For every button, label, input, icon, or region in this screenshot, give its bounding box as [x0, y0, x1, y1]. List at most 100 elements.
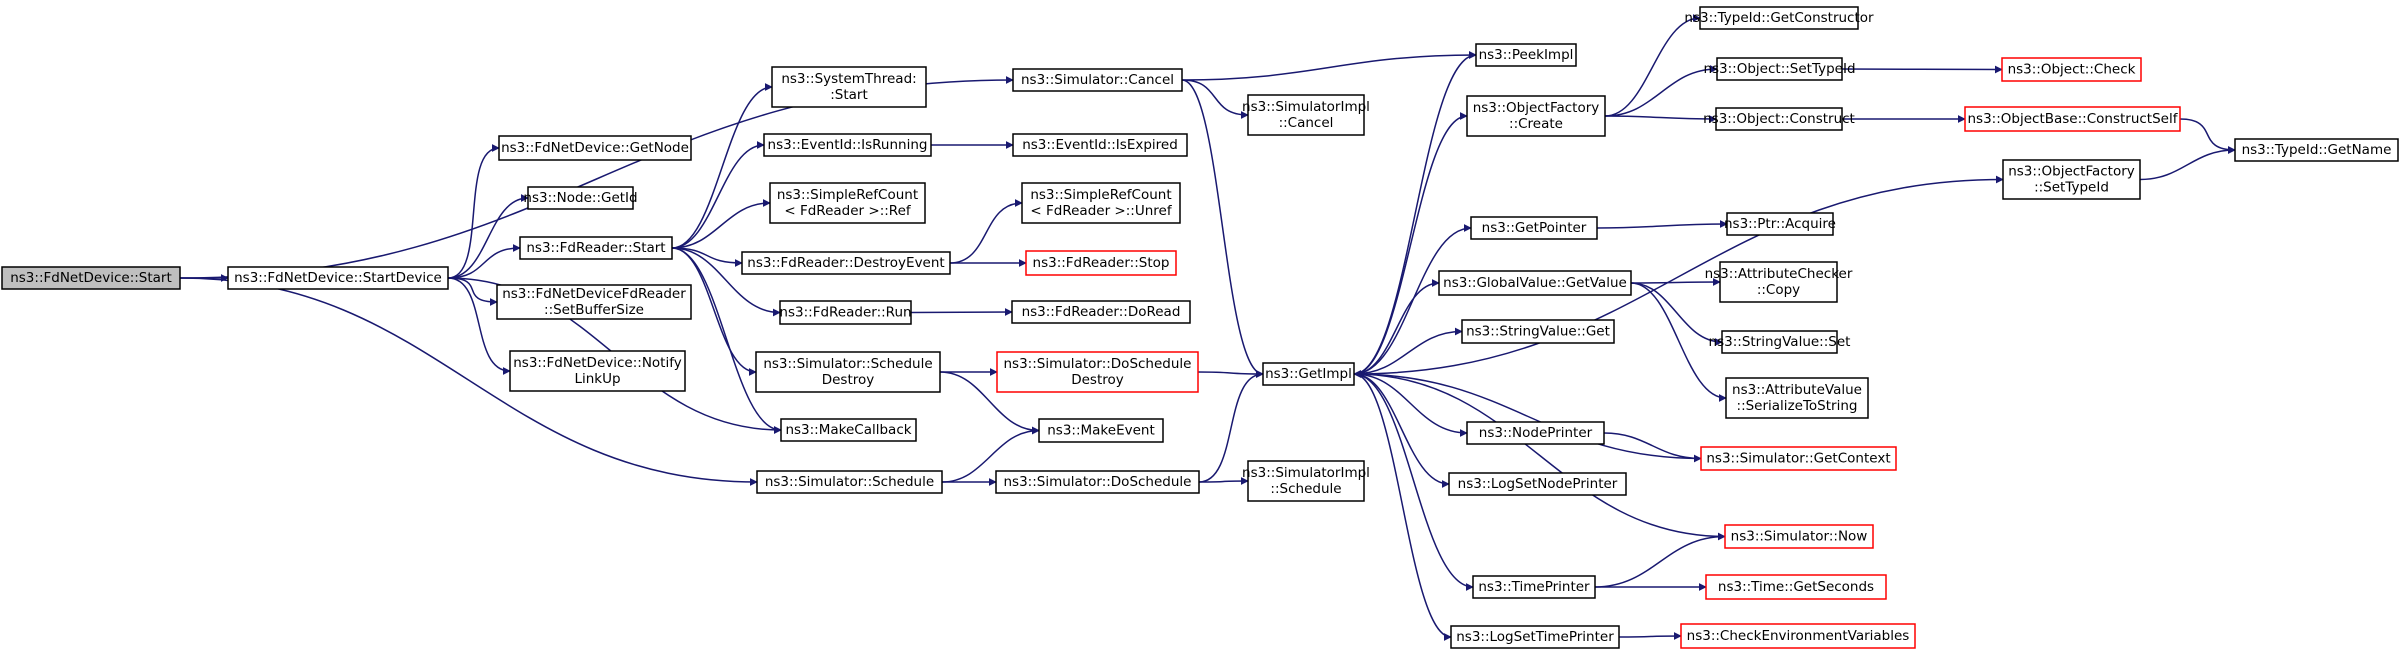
- node-simpleref[interactable]: ns3::SimpleRefCount< FdReader >::Ref: [769, 182, 926, 224]
- node-label: ns3::FdReader::Start: [526, 240, 665, 256]
- node-start[interactable]: ns3::FdNetDevice::Start: [1, 266, 181, 290]
- node-getimpl[interactable]: ns3::GetImpl: [1262, 362, 1355, 386]
- node-label: ::Create: [1509, 116, 1563, 132]
- node-box: [1466, 421, 1605, 445]
- node-box: [1715, 107, 1843, 131]
- node-constructself[interactable]: ns3::ObjectBase::ConstructSelf: [1964, 106, 2181, 132]
- node-box: [2002, 159, 2141, 200]
- node-cancel[interactable]: ns3::Simulator::Cancel: [1012, 68, 1183, 92]
- node-getseconds[interactable]: ns3::Time::GetSeconds: [1705, 574, 1887, 600]
- node-ofsettypeid[interactable]: ns3::ObjectFactory::SetTypeId: [2002, 159, 2141, 200]
- node-stop[interactable]: ns3::FdReader::Stop: [1025, 250, 1177, 276]
- node-getnode[interactable]: ns3::FdNetDevice::GetNode: [498, 135, 692, 161]
- node-isexpired[interactable]: ns3::EventId::IsExpired: [1012, 133, 1188, 157]
- edge-n_cancel-to-n_getimpl: [1181, 79, 1264, 378]
- node-startdev[interactable]: ns3::FdNetDevice::StartDevice: [227, 266, 449, 290]
- node-label: ns3::FdReader::DestroyEvent: [747, 255, 944, 271]
- node-label: ::Copy: [1757, 282, 1800, 298]
- node-simimplsched[interactable]: ns3::SimulatorImpl::Schedule: [1242, 460, 1370, 502]
- node-label: ns3::MakeCallback: [785, 422, 911, 438]
- node-peekimpl[interactable]: ns3::PeekImpl: [1475, 43, 1577, 67]
- node-logsetnode[interactable]: ns3::LogSetNodePrinter: [1448, 472, 1627, 496]
- node-label: ns3::StringValue::Get: [1466, 324, 1610, 340]
- node-getpointer[interactable]: ns3::GetPointer: [1470, 216, 1598, 240]
- node-label: ns3::GlobalValue::GetValue: [1443, 275, 1627, 291]
- node-box: [1012, 68, 1183, 92]
- edge-n_doschedule-to-n_getimpl: [1198, 370, 1264, 483]
- node-box: [1450, 625, 1620, 649]
- node-box: [1699, 6, 1859, 30]
- node-getcontext[interactable]: ns3::Simulator::GetContext: [1700, 446, 1897, 471]
- node-box: [769, 182, 926, 224]
- node-simnow[interactable]: ns3::Simulator::Now: [1724, 524, 1874, 549]
- node-objcheck[interactable]: ns3::Object::Check: [2001, 57, 2142, 82]
- node-box: [1719, 261, 1838, 303]
- node-isrunning[interactable]: ns3::EventId::IsRunning: [763, 133, 932, 157]
- node-attrcheckcopy[interactable]: ns3::AttributeChecker::Copy: [1705, 261, 1853, 303]
- node-getctor[interactable]: ns3::TypeId::GetConstructor: [1684, 6, 1874, 30]
- node-box: [1725, 377, 1869, 419]
- edge-n_frstart-to-n_run: [671, 247, 781, 317]
- node-unref[interactable]: ns3::SimpleRefCount< FdReader >::Unref: [1021, 182, 1181, 224]
- edge-n_constructself-to-n_getname: [2179, 118, 2236, 154]
- edge-n_gvgetvalue-to-n_attrcheckcopy: [1630, 278, 1721, 287]
- node-label: ns3::FdNetDevice::StartDevice: [234, 270, 442, 286]
- node-box: [995, 470, 1200, 494]
- node-box: [519, 236, 673, 260]
- node-label: ns3::Simulator::Cancel: [1021, 72, 1174, 88]
- node-doschedule[interactable]: ns3::Simulator::DoSchedule: [995, 470, 1200, 494]
- node-label: ns3::CheckEnvironmentVariables: [1687, 628, 1910, 644]
- node-box: [763, 133, 932, 157]
- node-makeevent[interactable]: ns3::MakeEvent: [1038, 418, 1164, 443]
- node-simimplcancel[interactable]: ns3::SimulatorImpl::Cancel: [1242, 94, 1370, 136]
- node-ptracquire[interactable]: ns3::Ptr::Acquire: [1724, 212, 1836, 236]
- node-systhread[interactable]: ns3::SystemThread::Start: [771, 66, 927, 108]
- node-frstart[interactable]: ns3::FdReader::Start: [519, 236, 673, 260]
- node-label: ::SetBufferSize: [544, 302, 644, 318]
- node-getname[interactable]: ns3::TypeId::GetName: [2234, 138, 2399, 162]
- node-box: [1472, 575, 1596, 599]
- node-run[interactable]: ns3::FdReader::Run: [779, 300, 912, 325]
- node-construct[interactable]: ns3::Object::Construct: [1703, 107, 1855, 131]
- node-box: [1700, 446, 1897, 471]
- node-strvalset[interactable]: ns3::StringValue::Set: [1709, 330, 1851, 354]
- node-schedule[interactable]: ns3::Simulator::Schedule: [756, 470, 943, 494]
- node-label: ns3::EventId::IsRunning: [768, 137, 928, 153]
- edge-n_getimpl-to-n_nodeprinter: [1353, 373, 1468, 437]
- node-label: ns3::TypeId::GetName: [2242, 142, 2392, 158]
- node-settypeid[interactable]: ns3::Object::SetTypeId: [1703, 57, 1856, 81]
- edge-n_getimpl-to-n_gvgetvalue: [1353, 279, 1440, 375]
- node-logsettime[interactable]: ns3::LogSetTimePrinter: [1450, 625, 1620, 649]
- edge-n_startdev-to-n_getnode: [447, 144, 500, 279]
- edge-n_frstart-to-n_simpleref: [671, 199, 771, 249]
- node-label: ::Schedule: [1270, 481, 1341, 497]
- node-nodeprinter[interactable]: ns3::NodePrinter: [1466, 421, 1605, 445]
- node-makecb[interactable]: ns3::MakeCallback: [780, 418, 917, 442]
- node-destroyev[interactable]: ns3::FdReader::DestroyEvent: [741, 251, 951, 275]
- edge-n_run-to-n_doread: [910, 308, 1013, 317]
- node-gvgetvalue[interactable]: ns3::GlobalValue::GetValue: [1438, 270, 1632, 296]
- node-timeprinter[interactable]: ns3::TimePrinter: [1472, 575, 1596, 599]
- node-objfactcreate[interactable]: ns3::ObjectFactory::Create: [1466, 95, 1606, 137]
- node-getid[interactable]: ns3::Node::GetId: [523, 186, 638, 210]
- node-box: [779, 300, 912, 325]
- node-label: ns3::ObjectFactory: [2008, 164, 2135, 180]
- node-doread[interactable]: ns3::FdReader::DoRead: [1011, 300, 1191, 324]
- node-box: [1680, 623, 1916, 649]
- node-strvalget[interactable]: ns3::StringValue::Get: [1461, 319, 1615, 344]
- edge-n_startdev-to-n_frstart: [447, 244, 521, 279]
- node-checkenv[interactable]: ns3::CheckEnvironmentVariables: [1680, 623, 1916, 649]
- node-box: [1964, 106, 2181, 132]
- node-box: [741, 251, 951, 275]
- node-label: ns3::Ptr::Acquire: [1724, 216, 1836, 232]
- node-label: ns3::SimpleRefCount: [777, 187, 918, 203]
- node-box: [527, 186, 634, 210]
- node-setbuf[interactable]: ns3::FdNetDeviceFdReader::SetBufferSize: [496, 284, 692, 320]
- node-attrvalser[interactable]: ns3::AttributeValue::SerializeToString: [1725, 377, 1869, 419]
- node-label: :Start: [830, 87, 868, 103]
- node-box: [1466, 95, 1606, 137]
